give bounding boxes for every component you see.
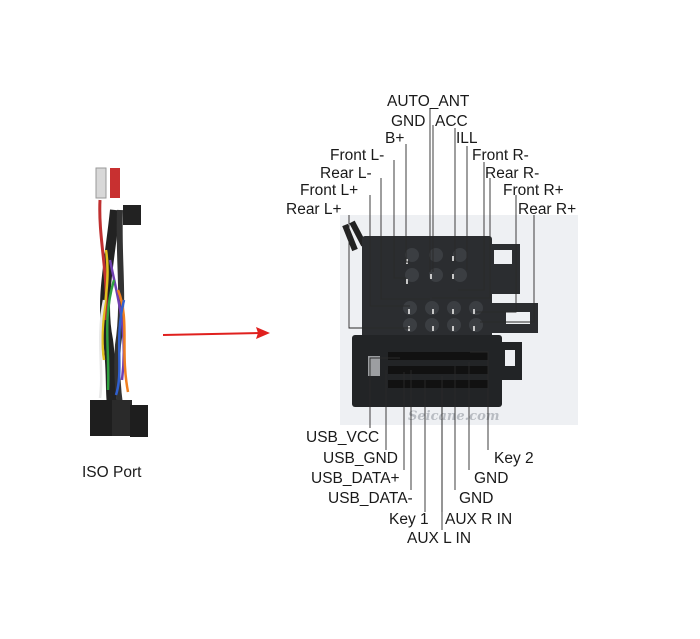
pin-label-b-plus: B+	[385, 130, 404, 147]
pin-label-gnd-3: GND	[459, 490, 493, 507]
pin-label-rear-r-minus: Rear R-	[485, 165, 539, 182]
pin-label-auto-ant: AUTO_ANT	[387, 93, 470, 110]
pin-label-usb-vcc: USB_VCC	[306, 429, 379, 446]
iso-connector-image	[342, 220, 538, 407]
arrow-icon	[162, 327, 270, 339]
pin-label-ill: ILL	[456, 130, 478, 147]
pin-label-key-1: Key 1	[389, 511, 429, 528]
pin-leader-lines	[348, 108, 535, 530]
pin-label-aux-l-in: AUX L IN	[407, 530, 471, 547]
pin-label-front-l-plus: Front L+	[300, 182, 358, 199]
pin-label-rear-l-minus: Rear L-	[320, 165, 372, 182]
pin-label-front-l-minus: Front L-	[330, 147, 384, 164]
pin-label-acc: ACC	[435, 113, 468, 130]
pin-label-front-r-minus: Front R-	[472, 147, 529, 164]
iso-harness-image	[90, 167, 148, 437]
pin-label-gnd: GND	[391, 113, 425, 130]
pin-label-usb-data-plus: USB_DATA+	[311, 470, 400, 487]
watermark: Seicane.com	[408, 409, 500, 424]
pin-label-aux-r-in: AUX R IN	[445, 511, 512, 528]
pin-label-front-r-plus: Front R+	[503, 182, 564, 199]
pin-label-rear-l-plus: Rear L+	[286, 201, 342, 218]
pin-label-usb-gnd: USB_GND	[323, 450, 398, 467]
pin-label-rear-r-plus: Rear R+	[518, 201, 576, 218]
pin-label-gnd-2: GND	[474, 470, 508, 487]
pin-label-usb-data-minus: USB_DATA-	[328, 490, 413, 507]
pin-label-key-2: Key 2	[494, 450, 534, 467]
iso-port-caption: ISO Port	[82, 464, 142, 481]
